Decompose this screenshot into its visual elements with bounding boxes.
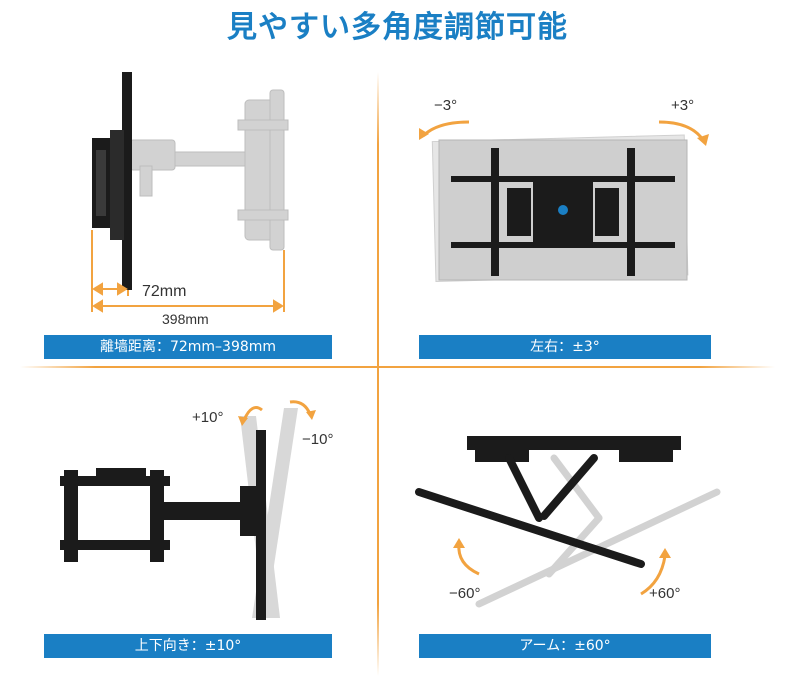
panel-wall-distance: 72mm 398mm 離墙距离：72mm–398mm [0,60,377,366]
mount-bracket [451,148,675,276]
swivel-right-arrowhead-icon [659,548,671,558]
ghost-extended-mount [129,89,289,251]
tilt-illustration: +10° −10° [60,400,333,620]
page-title: 見やすい多角度調節可能 [227,10,568,45]
tilt-down-text: −10° [302,431,333,448]
tv-and-wall-plate [92,72,132,290]
panel-rotation: −3° +3° 左右：±3° [379,60,795,366]
swivel-left-text: −60° [449,585,480,602]
label-rotation: 左右：±3° [419,335,711,359]
tilt-bracket [60,430,266,620]
swivel-illustration: −60° +60° [415,436,721,608]
tilt-up-arrowhead-icon [238,416,248,426]
swivel-left-arrowhead-icon [453,538,465,548]
tilt-up-text: +10° [192,409,223,426]
swivel-right-text: +60° [649,585,680,602]
ghost-swivel-arms [475,454,721,608]
horizontal-divider [20,366,775,368]
rotate-left-text: −3° [434,97,457,114]
label-tilt: 上下向き：±10° [44,634,332,658]
rotate-right-arrowhead-icon [697,134,709,146]
rotation-illustration: −3° +3° [419,97,709,283]
vertical-divider [377,72,379,676]
dimension-long-text: 398mm [162,311,209,327]
panel-tilt: +10° −10° 上下向き：±10° [0,368,377,676]
swivel-arrows [457,543,667,596]
panel-swivel: −60° +60° アーム：±60° [379,368,795,676]
dimension-lines [91,230,285,313]
rotate-left-arrowhead-icon [419,128,429,140]
swivel-arms [415,454,645,568]
label-wall-distance: 離墙距离：72mm–398mm [44,335,332,359]
label-swivel: アーム：±60° [419,634,711,658]
tilt-down-arrowhead-icon [306,410,316,420]
dimension-short-text: 72mm [142,283,186,300]
rotate-right-text: +3° [671,97,694,114]
ceiling-plate [467,436,681,462]
brand-logo-icon [558,205,568,215]
wall-distance-illustration: 72mm 398mm [91,72,289,327]
